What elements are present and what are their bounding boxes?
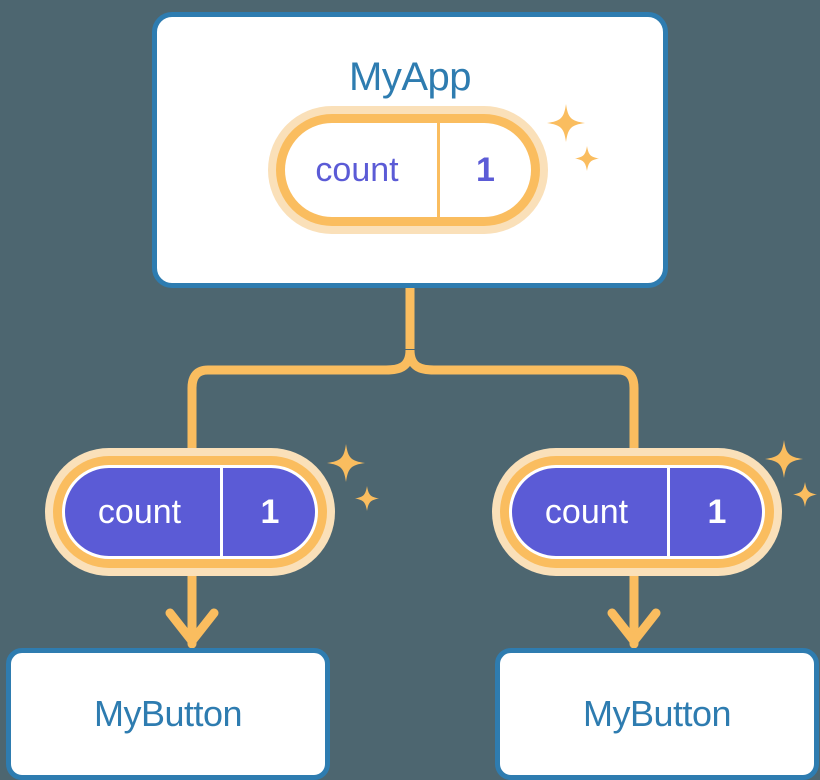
pill-body: count 1 — [285, 123, 531, 217]
state-key: count — [97, 492, 182, 531]
child-card-right[interactable]: MyButton — [495, 648, 819, 780]
arrow-down-icon-left — [165, 567, 219, 649]
connector-branch-left — [187, 349, 415, 470]
page-title: MyApp — [349, 55, 472, 99]
state-value: 1 — [667, 468, 762, 556]
state-pill-root[interactable]: count 1 — [268, 106, 548, 234]
state-value: 1 — [220, 468, 315, 556]
state-value: 1 — [437, 123, 531, 217]
child-card-left[interactable]: MyButton — [6, 648, 330, 780]
child-card-title: MyButton — [93, 693, 243, 734]
arrow-down-icon-right — [607, 567, 661, 649]
pill-body: count 1 — [509, 465, 765, 559]
state-key: count — [544, 492, 629, 531]
child-card-title: MyButton — [582, 693, 732, 734]
state-key: count — [315, 150, 399, 189]
state-pill-right[interactable]: count 1 — [492, 448, 782, 576]
connector-branch-right — [405, 349, 639, 470]
state-pill-left[interactable]: count 1 — [45, 448, 335, 576]
pill-body: count 1 — [62, 465, 318, 559]
